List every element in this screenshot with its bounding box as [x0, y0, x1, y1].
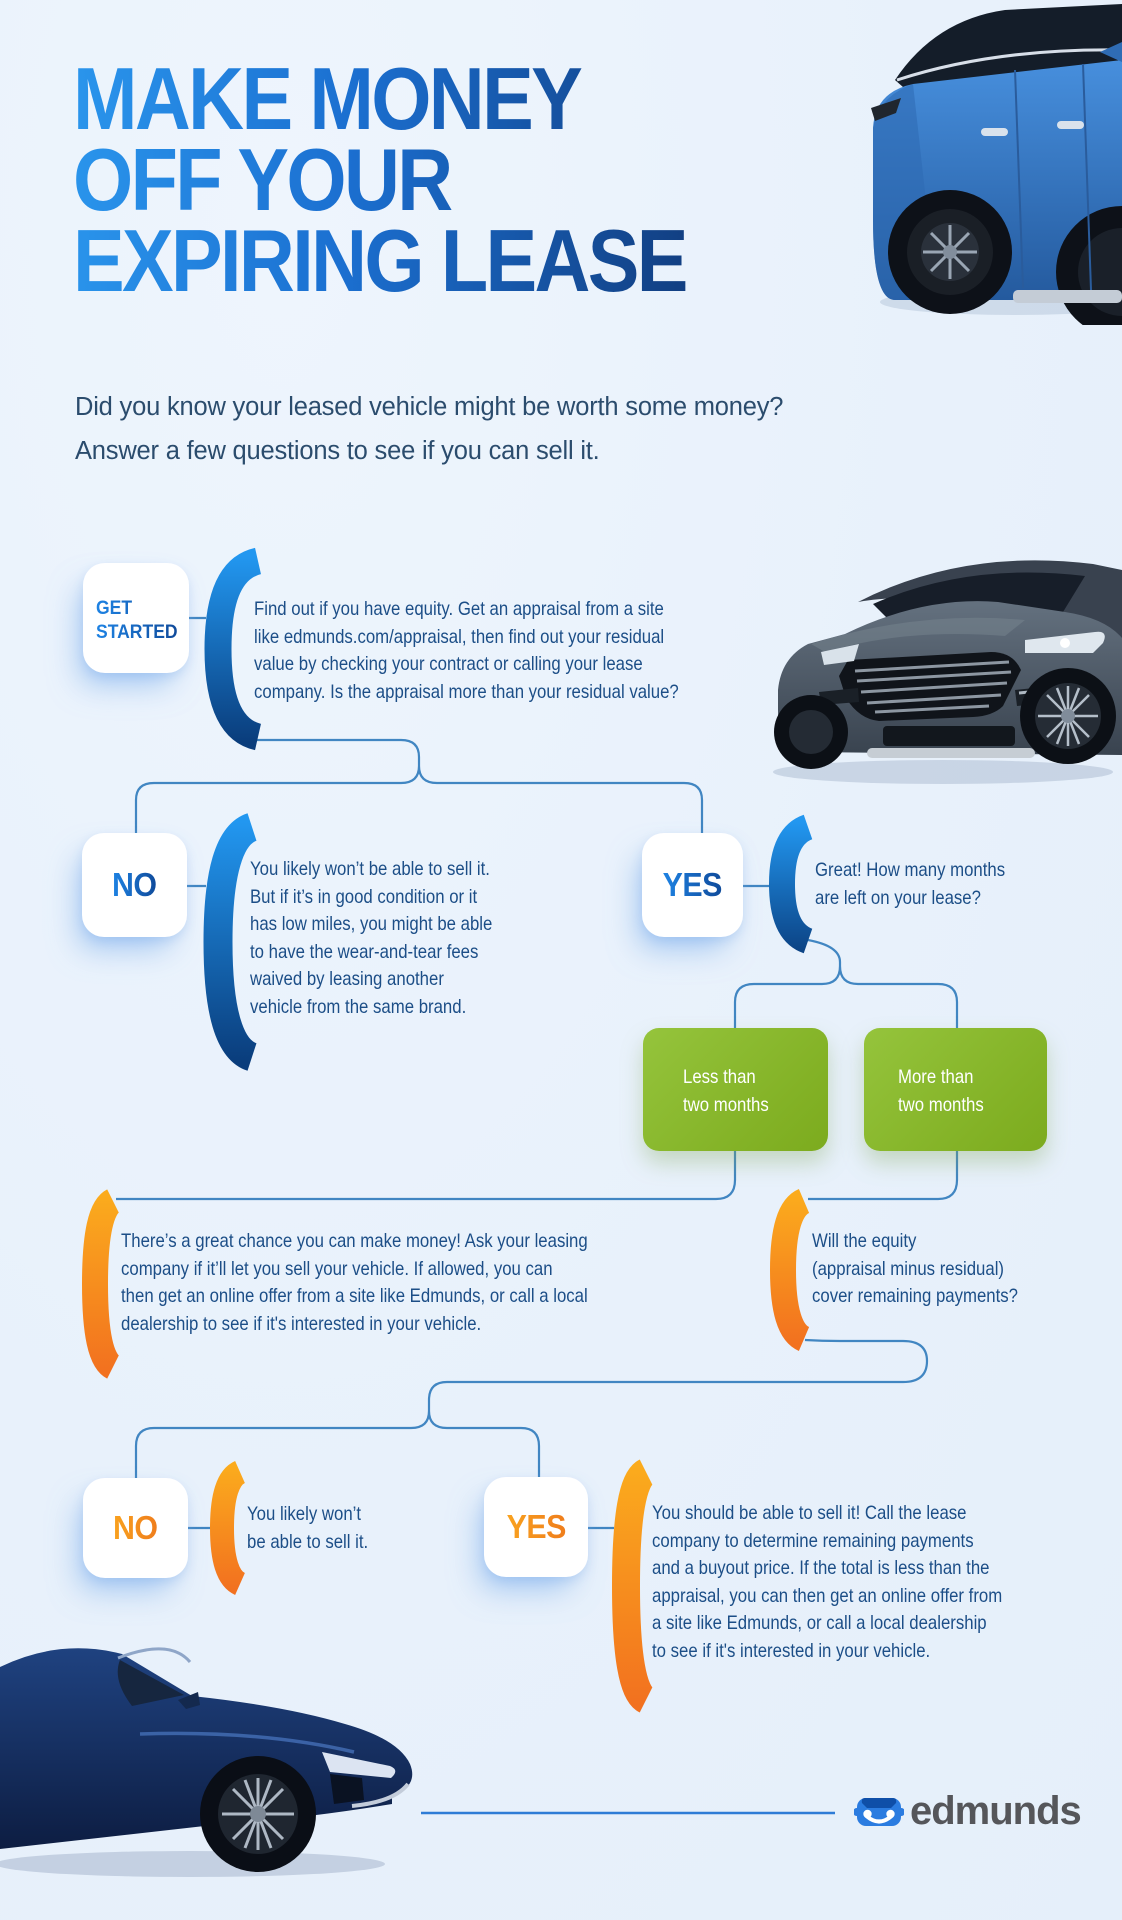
- node-yes: YES: [642, 833, 743, 937]
- node-no: NO: [82, 833, 187, 937]
- option-less-than-two-months: Less than two months: [643, 1028, 828, 1151]
- node-get-started: GET STARTED: [83, 563, 189, 673]
- no-result-text: You likely won’t be able to sell it. But…: [250, 858, 493, 1018]
- equity-question-text: Will the equity (appraisal minus residua…: [812, 1230, 1019, 1308]
- final-yes-text: You should be able to sell it! Call the …: [652, 1502, 1003, 1662]
- node-final-no: NO: [83, 1478, 188, 1578]
- yes-question-text: Great! How many months are left on your …: [815, 859, 1006, 909]
- yes-label: YES: [662, 866, 723, 903]
- bracket-orange-equity: [769, 1189, 811, 1351]
- final-yes-label: YES: [506, 1508, 566, 1545]
- bracket-blue-yes: [768, 814, 814, 954]
- edmunds-logo-car-icon: [854, 1793, 904, 1831]
- bracket-orange-final-no: [209, 1461, 247, 1595]
- less-result-text: There’s a great chance you can make mone…: [121, 1230, 588, 1335]
- bracket-blue-start: [204, 547, 263, 751]
- thin-connector-lines: [116, 616, 959, 1530]
- get-started-label: GET STARTED: [96, 597, 178, 643]
- node-final-yes: YES: [484, 1477, 588, 1577]
- bracket-blue-no: [203, 813, 258, 1071]
- blue-suv-image: [865, 0, 1122, 325]
- final-no-label: NO: [113, 1509, 158, 1546]
- less-than-label: Less than two months: [683, 1066, 769, 1116]
- page-title: MAKE MONEY OFF YOUR EXPIRING LEASE: [73, 49, 688, 310]
- edmunds-wordmark: edmunds: [910, 1789, 1082, 1833]
- blue-sedan-image: [0, 1612, 420, 1880]
- start-question-text: Find out if you have equity. Get an appr…: [254, 598, 679, 703]
- bracket-orange-final-yes: [611, 1459, 655, 1713]
- gray-suv-image: [763, 540, 1122, 790]
- no-label: NO: [112, 866, 157, 903]
- option-more-than-two-months: More than two months: [864, 1028, 1047, 1151]
- page-subtitle: Did you know your leased vehicle might b…: [75, 393, 784, 465]
- bracket-orange-less-result: [81, 1189, 121, 1379]
- more-than-label: More than two months: [898, 1066, 984, 1116]
- final-no-text: You likely won’t be able to sell it.: [247, 1503, 369, 1553]
